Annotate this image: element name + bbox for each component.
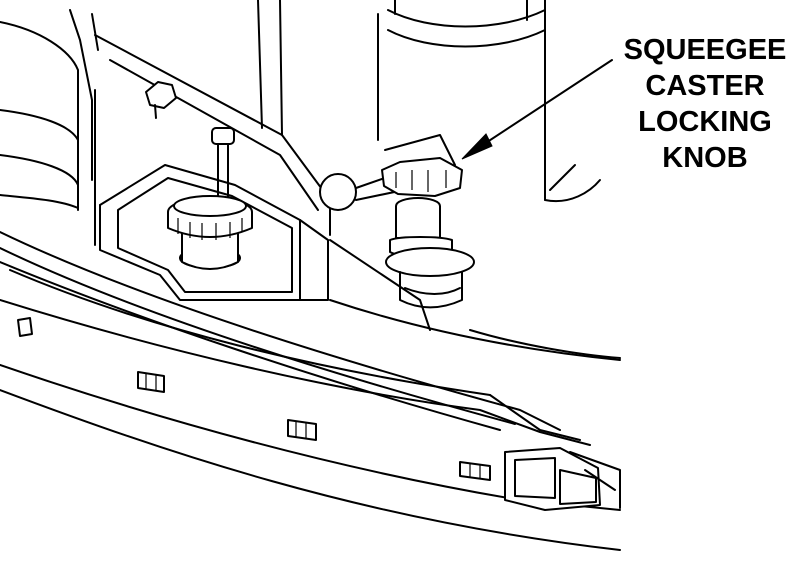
frame-clips (18, 318, 490, 480)
hex-bolt (146, 82, 176, 118)
callout-line-locking: LOCKING (638, 106, 772, 138)
locating-pin (212, 128, 234, 205)
callout-line-knob: KNOB (662, 142, 748, 174)
callout-line-caster: CASTER (645, 70, 765, 102)
callout-label: SQUEEGEE CASTER LOCKING KNOB (614, 32, 796, 176)
left-cylinder-housing (0, 10, 98, 210)
squeegee-frame (0, 232, 620, 550)
caster-bracket (100, 165, 328, 300)
front-latch (505, 448, 620, 510)
height-adjust-knob (168, 196, 252, 269)
callout-line-squeegee: SQUEEGEE (623, 34, 787, 66)
callout-leader-arrow (462, 60, 612, 159)
caster-locking-knob (382, 158, 474, 308)
ball-joint-arm (320, 135, 455, 210)
right-cylinder-housing (378, 0, 600, 201)
